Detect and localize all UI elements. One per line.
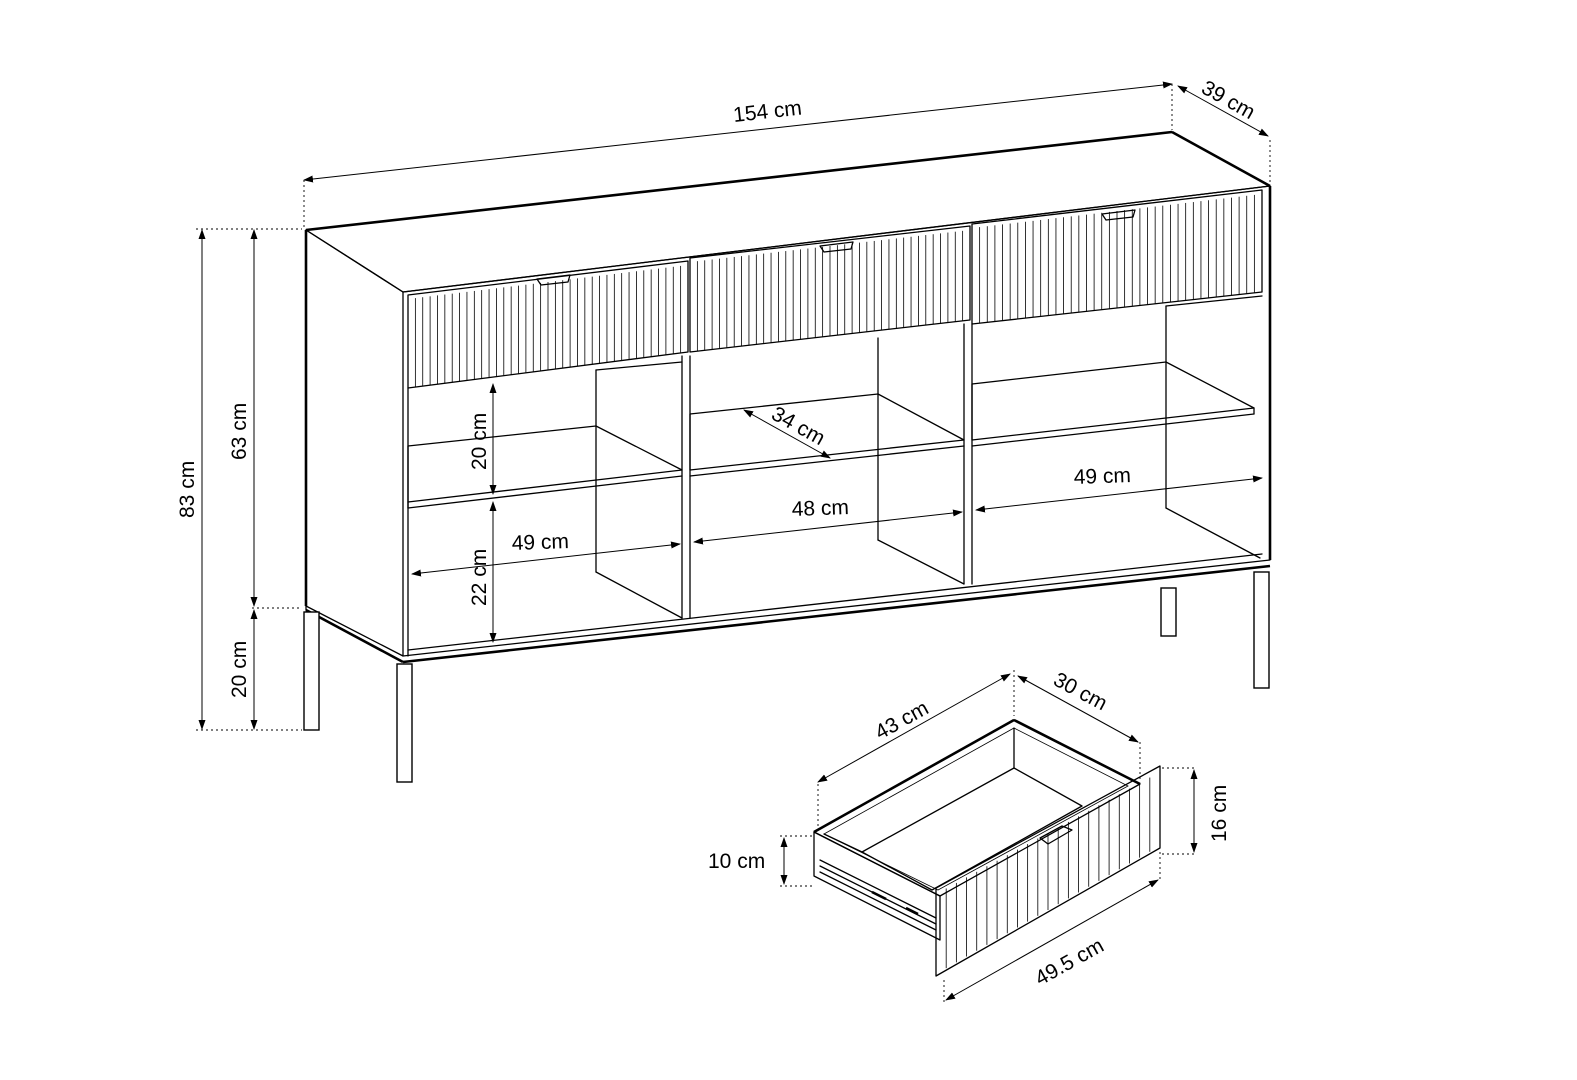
left-compartment-width-label: 49 cm <box>511 530 569 555</box>
back-right-leg <box>1253 571 1270 689</box>
middle-compartment-width-line <box>693 509 963 545</box>
front-mid-leg <box>396 663 413 783</box>
width-dimension-line <box>303 81 1173 183</box>
width-label: 154 cm <box>732 97 803 127</box>
drawer-front-height-label: 16 cm <box>1208 785 1231 842</box>
drawer-width-line <box>1017 675 1139 743</box>
dimension-lines <box>196 81 1271 731</box>
drawer-labels: 43 cm 30 cm 10 cm 16 cm 49.5 cm <box>708 668 1231 990</box>
depth-dimension-line <box>1177 85 1269 137</box>
left-compartment-width-line <box>411 541 681 577</box>
shelf-depth-label: 34 cm <box>768 402 829 450</box>
drawer-fluting <box>414 194 1255 388</box>
shelves <box>407 361 1255 657</box>
body-height-label: 63 cm <box>228 403 251 460</box>
back-left-leg <box>1160 587 1177 637</box>
drawer-box <box>813 719 1141 897</box>
drawer-detail-handle <box>1039 825 1073 845</box>
middle-compartment-width-label: 48 cm <box>791 496 849 521</box>
drawer-bottom <box>861 767 1083 891</box>
drawer-front-width-line <box>945 879 1159 1001</box>
leg-height-label: 20 cm <box>228 641 251 698</box>
compartment-backs <box>595 295 1263 619</box>
drawer-side <box>813 831 941 941</box>
right-compartment-width-line <box>975 475 1263 513</box>
vertical-dividers <box>681 323 973 619</box>
drawer-width-label: 30 cm <box>1050 668 1111 715</box>
drawer-front-right <box>971 189 1263 325</box>
drawer-front-middle <box>689 225 971 353</box>
base-frame <box>305 564 1271 664</box>
drawer-depth-label: 43 cm <box>871 697 932 745</box>
cabinet-top <box>305 131 1271 293</box>
drawer-detail-fluting <box>945 777 1151 969</box>
upper-shelf-gap-label: 20 cm <box>468 413 491 470</box>
drawer-detail <box>813 718 1161 977</box>
drawer-side-height-label: 10 cm <box>708 850 765 873</box>
lower-shelf-gap-label: 22 cm <box>468 549 491 606</box>
drawer-front-left <box>407 260 689 389</box>
drawer-handles <box>536 209 1136 286</box>
depth-label: 39 cm <box>1198 76 1259 124</box>
drawer-detail-front <box>935 765 1161 977</box>
drawer-depth-line <box>817 673 1011 783</box>
total-height-label: 83 cm <box>176 461 199 518</box>
cabinet-left-side <box>305 229 404 657</box>
drawer-dimension-lines <box>780 670 1198 1004</box>
right-compartment-width-label: 49 cm <box>1073 464 1131 489</box>
shelf-depth-line <box>743 409 831 459</box>
drawer-front-width-label: 49.5 cm <box>1031 934 1107 990</box>
sideboard <box>303 130 1272 783</box>
sideboard-labels: 154 cm 39 cm 83 cm 63 cm 20 cm 20 cm 22 … <box>176 76 1259 698</box>
front-left-leg <box>303 611 320 731</box>
